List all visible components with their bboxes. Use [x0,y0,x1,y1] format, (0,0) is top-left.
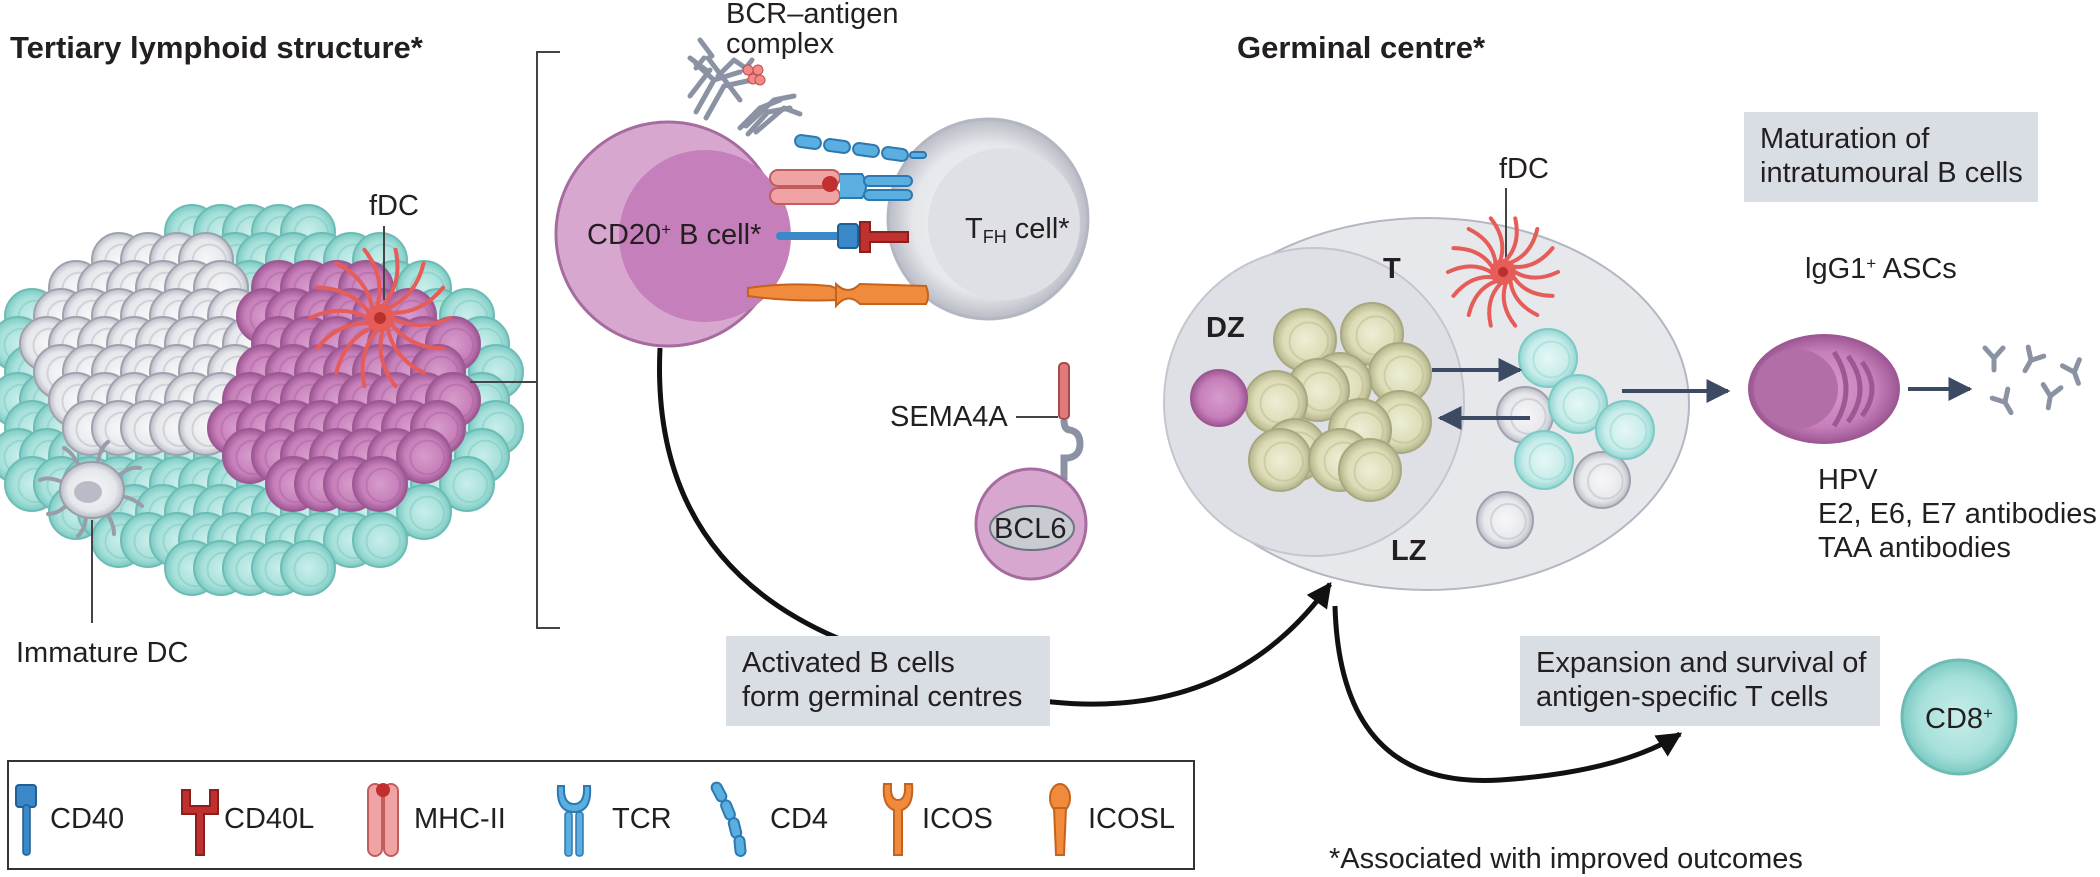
cd4-icon [710,781,747,857]
taa-antibodies-label: TAA antibodies [1818,532,2011,564]
igg1-asc-label: lgG1+ ASCs [1805,253,1957,285]
teal-t-cell-nucleus [409,495,445,532]
purple-b-cell-nucleus [365,467,401,504]
secreted-antibodies [1982,344,2082,416]
legend-label-tcr: TCR [612,803,672,835]
bcl6-b-cell [974,467,1088,581]
teal-t-cell-nucleus [452,467,488,504]
tls-title: Tertiary lymphoid structure* [10,30,424,65]
hpv-label: HPV [1818,464,1878,496]
e-antibodies-label: E2, E6, E7 antibodies [1818,498,2097,530]
svg-text:form germinal centres: form germinal centres [742,681,1022,713]
light-zone-t-cell [1595,400,1655,460]
sema4a-molecule [1058,362,1084,480]
light-zone-t-cell-nucleus [1562,386,1601,425]
cd8-label: CD8+ [1925,703,1993,735]
arrow-gc-to-t-cells [1332,605,1683,784]
cd8-t-cell [1900,658,2018,776]
footnote: *Associated with improved outcomes [1329,843,1803,875]
svg-text:Activated B cells: Activated B cells [742,647,955,679]
purple-b-cell [352,456,408,512]
light-zone-t-cell-nucleus [1528,442,1567,481]
fdc-label-gc: fDC [1499,153,1549,185]
bcr-antigen-icon [687,37,803,135]
antibody-icon [1982,345,2006,373]
light-zone-b-cell-nucleus [1587,463,1624,500]
mhc-ii-icon [367,783,399,857]
icosl-icos-pair [747,281,929,309]
dark-zone-b-cell [1248,428,1312,492]
icosl-icon [1049,783,1071,856]
teal-t-cell [439,456,495,512]
cd4-molecule [794,134,927,162]
teal-t-cell [396,484,452,540]
lz-label: LZ [1391,535,1426,567]
legend-label-icos: ICOS [922,803,993,835]
b-cell-label: CD20+ B cell* [587,219,761,251]
dark-zone-b-cell [1338,438,1402,502]
fdc-cell-tls [308,247,452,389]
icos-icon [882,783,914,856]
bcr-label-line1: BCR–antigen [726,0,899,30]
bcr-antigen-complex [687,55,793,137]
bcr-label-line2: complex [726,28,834,60]
immature-dc-cell [38,440,144,538]
cd40-icon [15,784,37,856]
svg-text:antigen-specific T cells: antigen-specific T cells [1536,681,1828,713]
tcr-icon [556,785,592,857]
legend-label-cd40l: CD40L [224,803,314,835]
legend-label-cd40: CD40 [50,803,124,835]
b-cell [554,120,791,348]
dark-zone-b-cell-nucleus [1353,451,1394,492]
svg-text:Expansion and survival of: Expansion and survival of [1536,647,1867,679]
purple-cell-dz [1190,369,1248,427]
tfh-label: TFH cell* [965,213,1070,247]
sema4a-label: SEMA4A [890,401,1008,433]
purple-b-cell [396,428,452,484]
light-zone-t-cell [1548,374,1608,434]
fdc-cell-gc [1446,216,1560,328]
antibody-secreting-cell [1748,334,1900,444]
dz-label: DZ [1206,312,1245,344]
tfh-cell [886,117,1090,321]
light-zone-t-cell-nucleus [1532,340,1571,379]
svg-text:Maturation of: Maturation of [1760,123,1930,155]
light-zone-t-cell [1514,430,1574,490]
expansion-box: Expansion and survival of antigen-specif… [1520,636,1880,726]
activated-b-cells-box: Activated B cells form germinal centres [726,636,1050,726]
teal-t-cell-nucleus [293,551,329,588]
light-zone-b-cell-nucleus [1490,503,1527,540]
cd40l-icon [181,789,219,856]
cd40-cd40l-pair [776,221,909,253]
dark-zone-b-cell-nucleus [1263,441,1304,482]
light-zone-t-cell-nucleus [1609,412,1648,451]
legend-label-mhc-ii: MHC-II [414,803,506,835]
t-label-gc: T [1383,253,1401,285]
zoom-bracket [470,51,560,629]
antibody-icon [2040,382,2064,411]
fdc-label-tls: fDC [369,190,419,222]
bcl6-label: BCL6 [994,513,1067,545]
teal-t-cell [280,540,336,596]
light-zone-b-cell [1573,451,1631,509]
teal-t-cell [352,512,408,568]
antibody-icon [2022,344,2047,374]
purple-b-cell-nucleus [409,439,445,476]
gc-title: Germinal centre* [1237,30,1486,65]
germinal-centre-cells [1244,302,1655,549]
mhc-ii-tcr-complex [769,169,913,205]
teal-t-cell-nucleus [365,523,401,560]
svg-text:intratumoural B cells: intratumoural B cells [1760,157,2023,189]
maturation-box: Maturation of intratumoural B cells [1744,112,2038,202]
immature-dc-label: Immature DC [16,637,188,669]
antibody-icon [2059,357,2082,386]
legend-label-icosl: ICOSL [1088,803,1175,835]
antibody-icon [1989,386,2014,416]
legend-label-cd4: CD4 [770,803,828,835]
light-zone-b-cell [1476,491,1534,549]
